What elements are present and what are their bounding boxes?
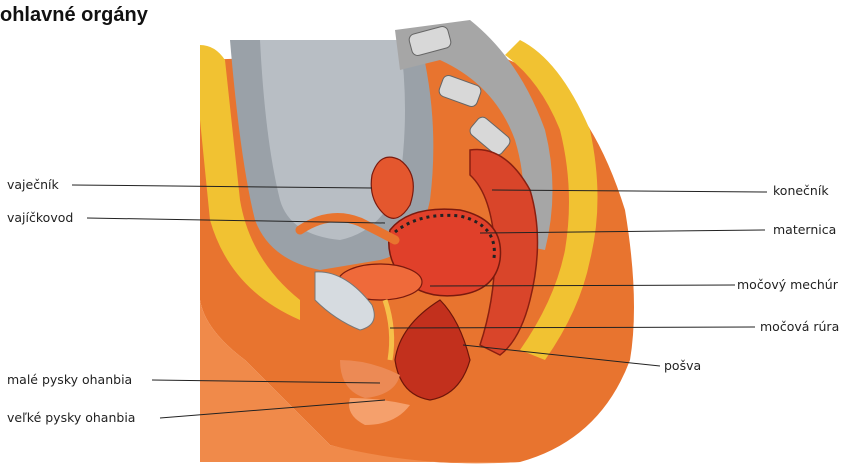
label-ovary: vaječník: [7, 177, 59, 192]
label-fallopian-tube: vajíčkovod: [7, 210, 73, 225]
label-vagina: pošva: [664, 358, 701, 373]
label-labia-minora: malé pysky ohanbia: [7, 372, 132, 387]
label-rectum: konečník: [773, 183, 829, 198]
label-uterus: maternica: [773, 222, 836, 237]
label-urethra: močová rúra: [760, 319, 839, 334]
label-labia-majora: veľké pysky ohanbia: [7, 410, 135, 425]
label-bladder: močový mechúr: [737, 277, 838, 292]
